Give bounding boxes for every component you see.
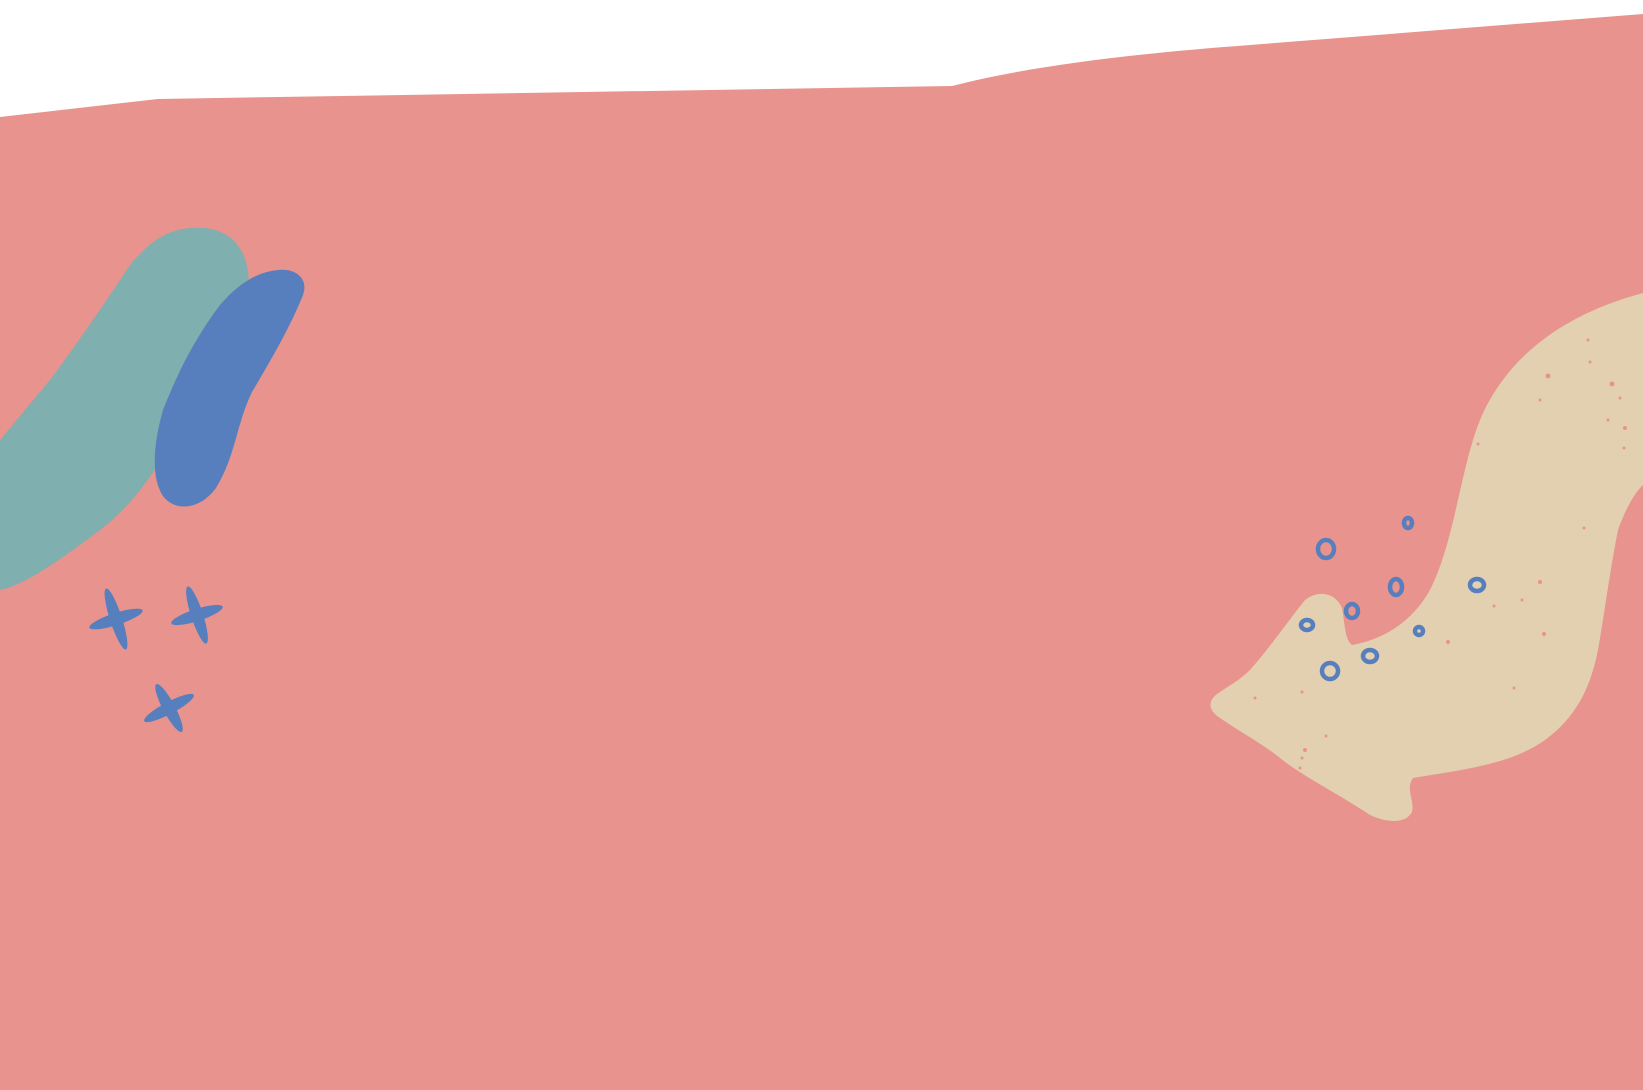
ring-dot-icon <box>1315 537 1337 561</box>
ring-dots <box>1298 515 1487 682</box>
ring-dot-icon <box>1360 647 1380 665</box>
sand-speckles <box>1253 338 1627 770</box>
pink-background-shape <box>0 14 1643 1090</box>
ring-dot-icon <box>1401 515 1415 531</box>
ring-dot-icon <box>1343 601 1361 621</box>
teal-brush-stroke <box>0 227 249 590</box>
cross-sparkle-icon <box>144 683 194 733</box>
ring-dot-icon <box>1298 617 1316 633</box>
cross-sparkle-icon <box>171 586 223 644</box>
ring-dot-icon <box>1412 624 1426 638</box>
ring-dot-icon <box>1319 660 1341 682</box>
cross-sparkles <box>89 586 223 733</box>
cross-sparkle-icon <box>89 588 143 650</box>
sand-wave-shape <box>1210 293 1643 821</box>
ring-dot-icon <box>1387 576 1405 598</box>
ring-dot-icon <box>1467 576 1487 594</box>
blue-brush-stroke <box>154 269 305 507</box>
